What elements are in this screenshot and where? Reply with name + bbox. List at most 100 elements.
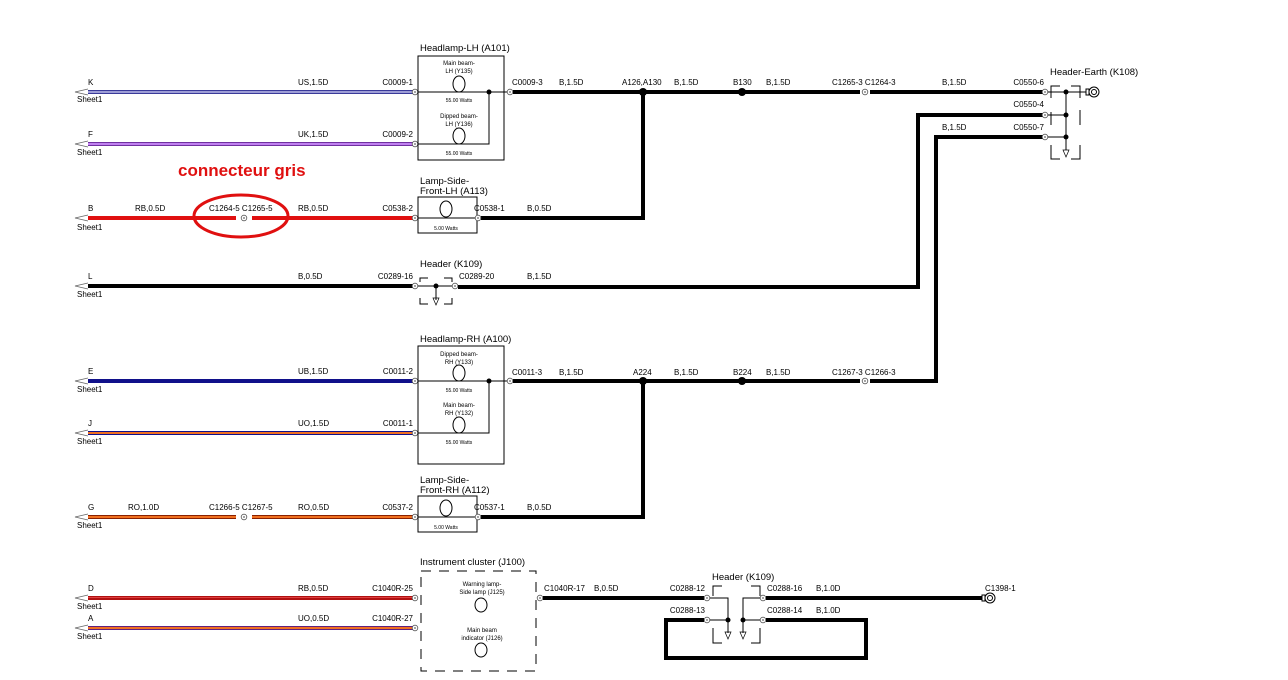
connector-label: C0011-3	[512, 368, 543, 377]
bulb-label: Main beam-	[443, 61, 475, 67]
component-title: Lamp-Side-	[420, 475, 469, 486]
lamp-side-front-rh[interactable]: Lamp-Side- Front-RH (A112) 5.00 Watts C0…	[417, 475, 552, 533]
pin-label: L	[88, 272, 93, 281]
wire-spec: B,1.5D	[942, 123, 967, 132]
wire-spec: B,1.5D	[766, 78, 791, 87]
wire-spec: RB,0.5D	[298, 204, 328, 213]
connector-label: C0009-2	[382, 130, 413, 139]
headlamp-rh[interactable]: Headlamp-RH (A100) Dipped beam- RH (Y133…	[417, 334, 584, 465]
wire-spec: US,1.5D	[298, 78, 328, 87]
component-title: Lamp-Side-	[420, 176, 469, 187]
pin-label: G	[88, 503, 94, 512]
wire-spec: UO,1.5D	[298, 419, 329, 428]
splice-label: A224	[633, 368, 652, 377]
splice-node	[738, 88, 746, 96]
bulb-label: RH (Y132)	[445, 411, 473, 417]
pin-label: J	[88, 419, 92, 428]
connector-label: C0537-1	[474, 503, 505, 512]
component-title: Headlamp-LH (A101)	[420, 43, 510, 54]
wire-spec: B,1.5D	[942, 78, 967, 87]
pin-label: D	[88, 584, 94, 593]
lamp-icon	[474, 642, 488, 658]
header-earth-k108[interactable]: Header-Earth (K108) C0550-6 C0550-4 C055…	[942, 67, 1138, 160]
connector-label: C0550-7	[1013, 123, 1044, 132]
header-k109-bottom[interactable]: Header (K109) C0288-12 C0288-13 C0288-16…	[664, 572, 1016, 660]
bulb-icon	[452, 416, 466, 434]
wire-spec: RO,0.5D	[298, 503, 329, 512]
bulb-label: Main beam-	[443, 403, 475, 409]
bulb-label: Dipped beam-	[440, 114, 478, 120]
wire-spec: UK,1.5D	[298, 130, 328, 139]
bulb-label: RH (Y133)	[445, 360, 473, 366]
connector-label: C1040R-27	[372, 614, 413, 623]
wire-k[interactable]: K Sheet1 US,1.5D C0009-1	[74, 78, 419, 104]
component-title: Instrument cluster (J100)	[420, 557, 525, 568]
watts-label: 55.00 Watts	[446, 440, 473, 446]
wire-e[interactable]: E Sheet1 UB,1.5D C0011-2	[74, 367, 419, 394]
splice-node	[738, 377, 746, 385]
wire-spec: B,0.5D	[594, 584, 619, 593]
connector-label: C0289-20	[459, 272, 495, 281]
header-k109-top[interactable]: Header (K109) C0289-20 B,1.5D	[418, 113, 1043, 306]
lamp-label: Main beam	[467, 628, 497, 634]
wire-spec: B,1.5D	[527, 272, 552, 281]
bulb-icon	[439, 499, 453, 517]
watts-label: 55.00 Watts	[446, 151, 473, 157]
inline-connector-label: C1264-5 C1265-5	[209, 204, 273, 213]
wire-spec: B,1.5D	[766, 368, 791, 377]
wire-spec: B,1.5D	[559, 78, 584, 87]
component-title: Header (K109)	[712, 572, 774, 583]
headlamp-lh[interactable]: Headlamp-LH (A101) Main beam- LH (Y135) …	[417, 43, 584, 161]
lamp-label: indicator (J126)	[461, 636, 502, 642]
sheet-label: Sheet1	[77, 290, 103, 299]
connector-label: C0538-2	[382, 204, 413, 213]
instrument-cluster[interactable]: Instrument cluster (J100) Warning lamp- …	[420, 557, 704, 672]
splice-label: B224	[733, 368, 752, 377]
wire-spec: RO,1.0D	[128, 503, 159, 512]
pin-label: E	[88, 367, 93, 376]
ground-icon	[739, 631, 747, 640]
wire-spec: RB,0.5D	[135, 204, 165, 213]
wire-a[interactable]: A Sheet1 UO,0.5D C1040R-27	[74, 614, 419, 641]
pin-label: A	[88, 614, 94, 623]
sheet-label: Sheet1	[77, 385, 103, 394]
connector-label: C0288-16	[767, 584, 803, 593]
wire-spec: RB,0.5D	[298, 584, 328, 593]
lamp-side-front-lh[interactable]: Lamp-Side- Front-LH (A113) 5.00 Watts C0…	[417, 176, 552, 234]
inline-connector-label: C1265-3 C1264-3	[832, 78, 896, 87]
wire-spec: B,1.0D	[816, 606, 841, 615]
sheet-label: Sheet1	[77, 521, 103, 530]
wire-f[interactable]: F Sheet1 UK,1.5D C0009-2	[74, 130, 419, 157]
bulb-label: Dipped beam-	[440, 352, 478, 358]
connector-label: C0009-1	[382, 78, 413, 87]
watts-label: 5.00 Watts	[434, 226, 458, 232]
component-title: Header-Earth (K108)	[1050, 67, 1138, 78]
ground-icon	[1062, 149, 1070, 158]
wire-g[interactable]: G Sheet1 RO,1.0D C1266-5 C1267-5 RO,0.5D…	[74, 503, 419, 530]
connector-label: C0538-1	[474, 204, 505, 213]
watts-label: 5.00 Watts	[434, 525, 458, 531]
pin-label: F	[88, 130, 93, 139]
wire-spec: B,1.5D	[674, 368, 699, 377]
wire-b[interactable]: B Sheet1 RB,0.5D C1264-5 C1265-5 RB,0.5D…	[74, 204, 419, 232]
mid-ground-bus: A224 B,1.5D B224 B,1.5D C1267-3 C1266-3	[481, 135, 1043, 519]
component-title: Headlamp-RH (A100)	[420, 334, 511, 345]
connector-label: C0537-2	[382, 503, 413, 512]
bulb-label: LH (Y135)	[445, 69, 472, 75]
component-title: Header (K109)	[420, 259, 482, 270]
wire-j[interactable]: J Sheet1 UO,1.5D C0011-1	[74, 419, 419, 446]
component-title: Front-RH (A112)	[420, 485, 490, 496]
lamp-label: Warning lamp-	[463, 582, 502, 588]
splice-node	[639, 88, 647, 96]
sheet-label: Sheet1	[77, 148, 103, 157]
wire-spec: B,0.5D	[298, 272, 323, 281]
bulb-icon	[452, 364, 466, 382]
bulb-icon	[452, 75, 466, 93]
inline-connector-label: C1266-5 C1267-5	[209, 503, 273, 512]
component-title: Front-LH (A113)	[420, 186, 488, 197]
wire-l[interactable]: L Sheet1 B,0.5D C0289-16	[74, 272, 419, 299]
lamp-icon	[474, 597, 488, 613]
sheet-label: Sheet1	[77, 223, 103, 232]
wire-d[interactable]: D Sheet1 RB,0.5D C1040R-25	[74, 584, 419, 611]
